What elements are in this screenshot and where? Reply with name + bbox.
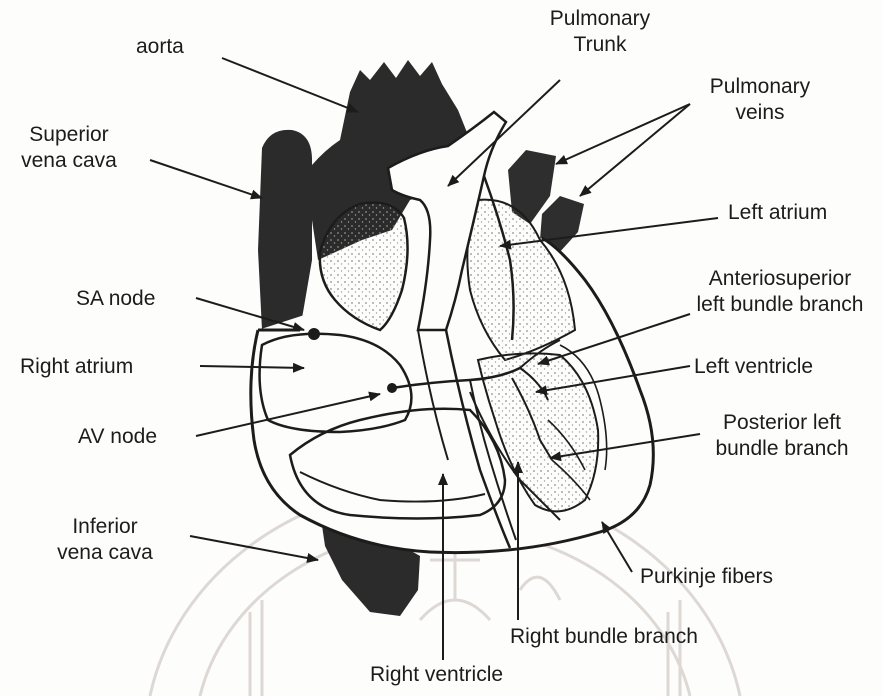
label-sa-node: SA node <box>76 286 155 312</box>
label-inferior-vena-cava: Inferior vena cava <box>40 514 170 566</box>
label-right-ventricle: Right ventricle <box>370 662 503 688</box>
label-av-node: AV node <box>78 424 157 450</box>
label-pulmonary-trunk-line2: Trunk <box>540 32 660 58</box>
sa-node-dot <box>308 328 320 340</box>
label-posterior-left-line2: bundle branch <box>692 436 872 462</box>
label-pulmonary-trunk-line1: Pulmonary <box>540 6 660 32</box>
label-posterior-left-line1: Posterior left <box>692 410 872 436</box>
superior-vena-cava-shape <box>258 130 312 330</box>
label-left-atrium: Left atrium <box>728 200 827 226</box>
label-right-atrium: Right atrium <box>20 354 133 380</box>
label-pulmonary-veins-line2: veins <box>690 100 830 126</box>
label-pulmonary-trunk: Pulmonary Trunk <box>540 6 660 58</box>
label-anteriosuperior-left-bundle-branch: Anteriosuperior left bundle branch <box>680 266 880 318</box>
label-right-bundle-branch: Right bundle branch <box>510 624 698 650</box>
label-superior-vena-cava: Superior vena cava <box>4 122 134 174</box>
label-superior-vena-cava-line1: Superior <box>4 122 134 148</box>
label-posterior-left-bundle-branch: Posterior left bundle branch <box>692 410 872 462</box>
label-superior-vena-cava-line2: vena cava <box>4 148 134 174</box>
label-inferior-vena-cava-line2: vena cava <box>40 540 170 566</box>
label-left-ventricle: Left ventricle <box>694 354 813 380</box>
label-inferior-vena-cava-line1: Inferior <box>40 514 170 540</box>
label-pulmonary-veins: Pulmonary veins <box>690 74 830 126</box>
label-anteriosuperior-line1: Anteriosuperior <box>680 266 880 292</box>
label-aorta: aorta <box>136 34 184 60</box>
label-anteriosuperior-line2: left bundle branch <box>680 292 880 318</box>
label-purkinje-fibers: Purkinje fibers <box>640 564 773 590</box>
label-pulmonary-veins-line1: Pulmonary <box>690 74 830 100</box>
